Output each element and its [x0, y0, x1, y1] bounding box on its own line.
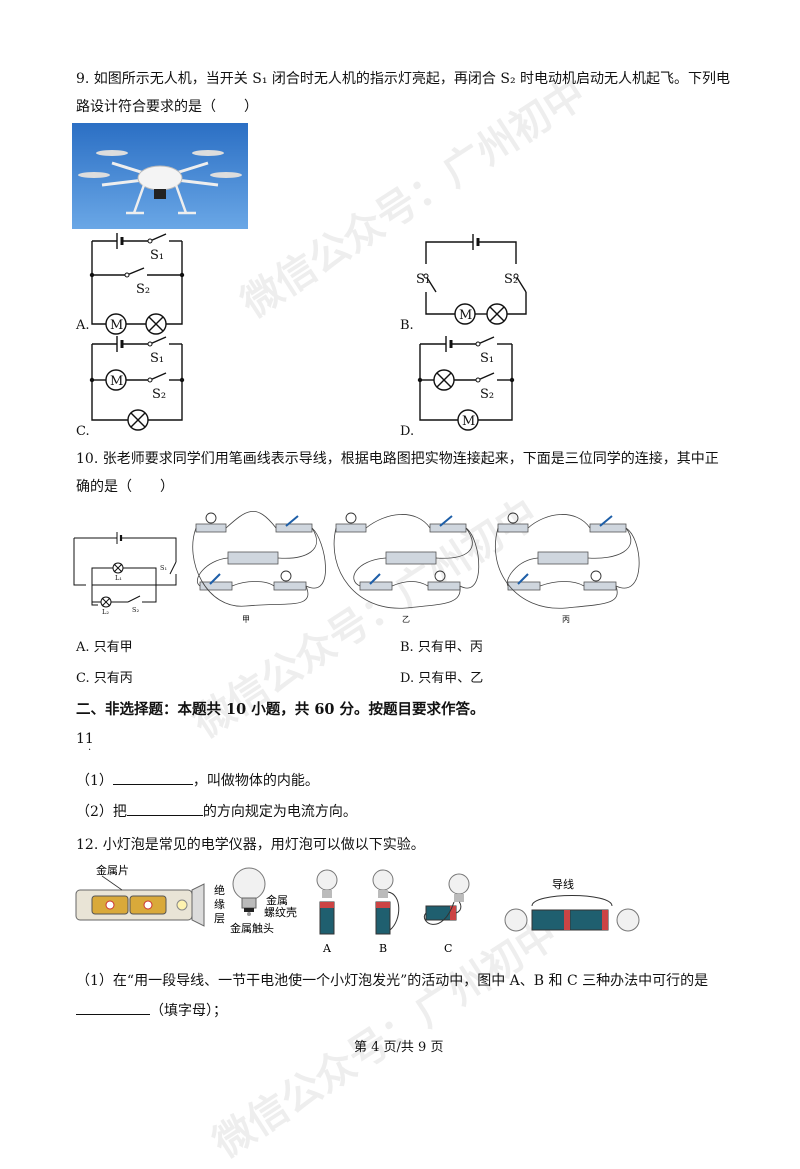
svg-text:L₁: L₁ — [115, 574, 122, 582]
q9-option-b[interactable]: B. — [400, 318, 414, 333]
q9-circuits: S₁ S₂ M S₁ S₂ M S₁ S₂ M S₁ S₂ M — [89, 233, 527, 431]
svg-text:S₁: S₁ — [160, 564, 167, 572]
q10-stem-line2: 确的是（ ） — [76, 479, 174, 495]
svg-text:甲: 甲 — [242, 615, 250, 624]
q10-option-a[interactable]: A. 只有甲 — [76, 640, 133, 655]
q11-blank-2[interactable] — [126, 801, 203, 816]
svg-text:S₂: S₂ — [480, 387, 494, 402]
svg-text:丙: 丙 — [562, 615, 570, 624]
svg-text:S₁: S₁ — [150, 248, 164, 263]
q12-part1-line2: （填字母）； — [76, 1000, 227, 1022]
q11-blank-1[interactable] — [112, 770, 193, 785]
svg-text:S₁: S₁ — [480, 351, 494, 366]
q12-stem: 12. 小灯泡是常见的电学仪器，用灯泡可以做以下实验。 — [76, 837, 425, 853]
q9-stem-line2: 路设计符合要求的是（ ） — [76, 99, 258, 115]
q9-stem-line1: 9. 如图所示无人机，当开关 S₁ 闭合时无人机的指示灯亮起，再闭合 S₂ 时电… — [76, 71, 731, 87]
q12-blank-1[interactable] — [76, 1000, 150, 1015]
q10-circuit-diagram: S₁ L₁ L₂ S₂ — [73, 532, 177, 616]
svg-text:A: A — [322, 942, 332, 955]
svg-text:乙: 乙 — [402, 615, 410, 624]
svg-text:C: C — [444, 942, 452, 955]
svg-text:层: 层 — [214, 912, 225, 925]
q11-number: 11 — [76, 731, 94, 747]
svg-text:M: M — [462, 414, 475, 429]
svg-text:金属片: 金属片 — [96, 863, 129, 877]
svg-text:B: B — [379, 942, 387, 955]
q9-option-d[interactable]: D. — [400, 424, 415, 439]
svg-text:绝: 绝 — [214, 883, 225, 897]
svg-text:S₁: S₁ — [150, 351, 164, 366]
svg-text:S₂: S₂ — [504, 272, 518, 287]
section2-heading: 二、非选择题：本题共 10 小题，共 60 分。按题目要求作答。 — [76, 701, 485, 718]
q10-option-b[interactable]: B. 只有甲、丙 — [400, 640, 483, 655]
page-footer: 第 4 页/共 9 页 — [354, 1040, 444, 1055]
q9-option-a[interactable]: A. — [76, 318, 90, 333]
svg-text:金属触头: 金属触头 — [230, 921, 274, 935]
q12-part1-line1: （1）在“用一段导线、一节干电池使一个小灯泡发光”的活动中，图中 A、B 和 C… — [76, 973, 709, 989]
q10-option-c[interactable]: C. 只有丙 — [76, 671, 133, 686]
q11-part1: （1），叫做物体的内能。 — [76, 770, 319, 792]
svg-text:螺纹壳: 螺纹壳 — [264, 905, 297, 919]
q10-wiring-panels: 甲 乙 丙 — [192, 510, 640, 624]
svg-text:L₂: L₂ — [102, 608, 109, 616]
svg-text:S₂: S₂ — [152, 387, 166, 402]
svg-text:金属: 金属 — [266, 893, 288, 907]
svg-text:S₁: S₁ — [416, 272, 430, 287]
drone-photo — [72, 123, 248, 229]
svg-text:M: M — [459, 308, 472, 323]
q11-part2: （2）把的方向规定为电流方向。 — [76, 801, 357, 823]
q11-dot: . — [88, 742, 92, 753]
svg-text:S₂: S₂ — [136, 282, 150, 297]
svg-text:M: M — [110, 318, 123, 333]
svg-text:缘: 缘 — [214, 898, 225, 911]
q10-stem-line1: 10. 张老师要求同学们用笔画线表示导线，根据电路图把实物连接起来，下面是三位同… — [76, 451, 719, 467]
q9-option-c[interactable]: C. — [76, 424, 90, 439]
svg-text:M: M — [110, 374, 123, 389]
q10-option-d[interactable]: D. 只有甲、乙 — [400, 671, 484, 686]
svg-text:S₂: S₂ — [132, 606, 139, 614]
svg-text:导线: 导线 — [552, 877, 574, 891]
